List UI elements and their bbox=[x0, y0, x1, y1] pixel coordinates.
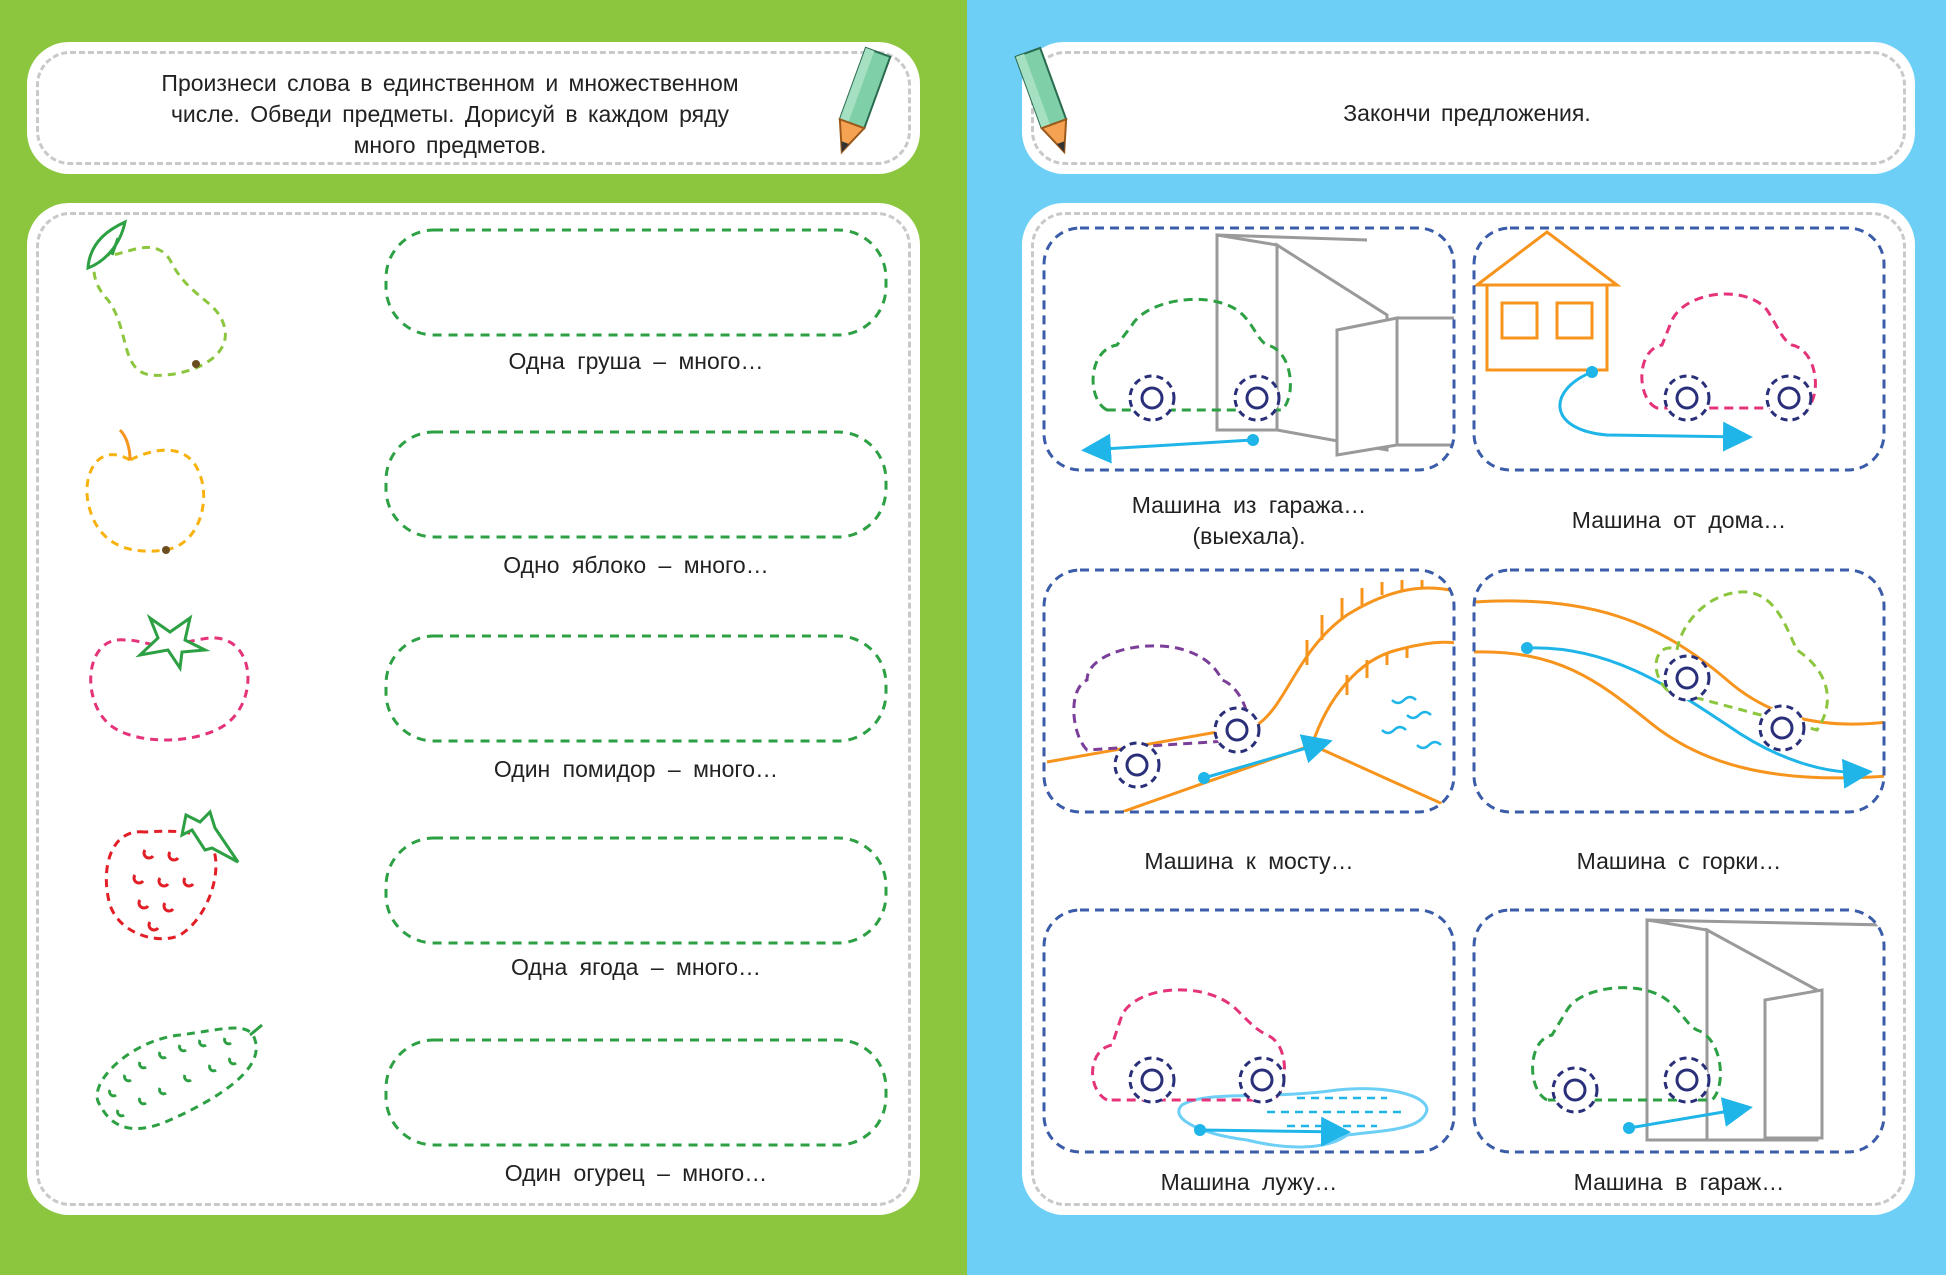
panel-1-caption-extra: (выехала). bbox=[1192, 523, 1306, 549]
instruction-line-1: Произнеси слова в единственном и множест… bbox=[161, 70, 739, 96]
instruction-line-3: много предметов. bbox=[353, 132, 547, 158]
trace-box-2 bbox=[384, 430, 888, 539]
right-drawings bbox=[1042, 226, 1886, 1154]
pencil-icon bbox=[838, 46, 892, 155]
tomato-leaves-icon bbox=[135, 613, 211, 673]
row-caption: Одна ягода – много… bbox=[510, 954, 762, 980]
panel-6-caption: Машина в гараж… bbox=[1573, 1169, 1785, 1195]
left-instruction-card bbox=[27, 42, 920, 174]
instruction-line-2: числе. Обведи предметы. Дорисуй в каждом… bbox=[170, 101, 730, 127]
row-caption: Одна груша – много… bbox=[508, 348, 764, 374]
cucumber-icon bbox=[95, 1026, 258, 1130]
right-page: Закончи предложения. bbox=[967, 0, 1946, 1275]
apple-icon bbox=[85, 448, 206, 553]
row-caption: Одно яблоко – много… bbox=[503, 552, 769, 578]
panel-5-scene bbox=[1042, 908, 1456, 1154]
panel-6-scene bbox=[1472, 908, 1886, 1154]
panel-4-caption: Машина с горки… bbox=[1576, 848, 1782, 874]
pencil-icon bbox=[1014, 46, 1068, 155]
pear-leaf-icon bbox=[86, 219, 128, 271]
panel-1-caption: Машина из гаража… bbox=[1131, 492, 1367, 518]
panel-3-caption: Машина к мосту… bbox=[1144, 848, 1354, 874]
trace-box-1 bbox=[384, 228, 888, 337]
panel-3-scene bbox=[1042, 568, 1456, 814]
left-content-card bbox=[27, 203, 920, 1215]
right-instruction-card bbox=[1022, 42, 1915, 174]
trace-box-5 bbox=[384, 1038, 888, 1147]
panel-2-caption: Машина от дома… bbox=[1571, 507, 1787, 533]
left-instruction-text: Произнеси слова в единственном и множест… bbox=[40, 68, 860, 161]
left-drawings bbox=[85, 219, 888, 1147]
panel-1-scene bbox=[1042, 226, 1456, 472]
panel-caption: Машина из гаража… (выехала). bbox=[1044, 490, 1454, 552]
pear-icon bbox=[92, 246, 227, 377]
left-page: Произнеси слова в единственном и множест… bbox=[0, 0, 967, 1275]
strawberry-icon bbox=[104, 829, 218, 941]
trace-box-3 bbox=[384, 634, 888, 743]
row-caption: Один огурец – много… bbox=[504, 1160, 768, 1186]
strawberry-leaves-icon bbox=[179, 809, 240, 864]
panel-4-scene bbox=[1472, 568, 1886, 814]
right-instruction-text: Закончи предложения. bbox=[1343, 100, 1591, 126]
panel-2-scene bbox=[1472, 226, 1886, 472]
row-caption: Один помидор – много… bbox=[493, 756, 779, 782]
panel-5-caption: Машина лужу… bbox=[1160, 1169, 1338, 1195]
trace-box-4 bbox=[384, 836, 888, 945]
